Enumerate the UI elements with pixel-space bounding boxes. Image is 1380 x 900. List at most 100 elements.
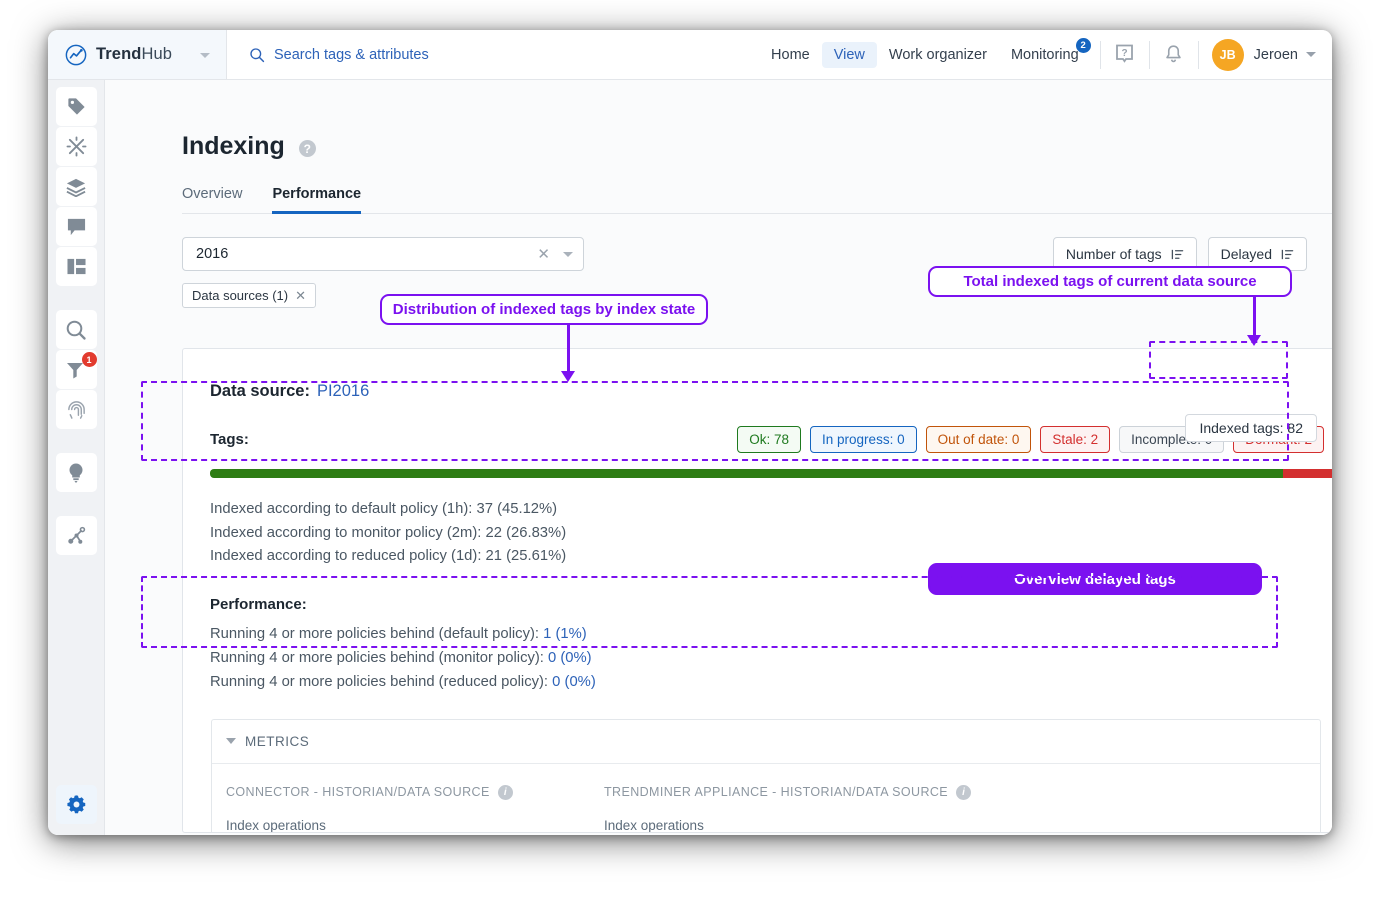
performance-line-default-text: Running 4 or more policies behind (defau… bbox=[210, 626, 543, 642]
policy-line-monitor: Indexed according to monitor policy (2m)… bbox=[210, 522, 1332, 546]
sort-button-delayed-label: Delayed bbox=[1221, 246, 1272, 262]
sidebar-item-context[interactable] bbox=[56, 516, 97, 555]
monitoring-badge: 2 bbox=[1076, 38, 1091, 53]
sort-icon bbox=[1281, 248, 1294, 261]
data-source-card: Data source:PI2016 Indexed tags: 82 Tags… bbox=[182, 348, 1332, 833]
status-badge-ok[interactable]: Ok: 78 bbox=[737, 426, 801, 453]
status-badge-in-progress[interactable]: In progress: 0 bbox=[810, 426, 917, 453]
card-scroll-region: Data source:PI2016 Indexed tags: 82 Tags… bbox=[183, 382, 1332, 833]
metric-column-appliance-header-row: TRENDMINER APPLIANCE - HISTORIAN/DATA SO… bbox=[604, 785, 982, 800]
data-source-select[interactable]: 2016 ✕ bbox=[182, 237, 584, 271]
metric-column-appliance: TRENDMINER APPLIANCE - HISTORIAN/DATA SO… bbox=[604, 785, 982, 834]
search-magnifier-icon bbox=[65, 319, 87, 341]
indexed-tags-badge: Indexed tags: 82 bbox=[1185, 414, 1317, 442]
bar-segment-dormant bbox=[1310, 469, 1332, 478]
status-badge-stale[interactable]: Stale: 2 bbox=[1040, 426, 1110, 453]
remove-x-icon[interactable]: ✕ bbox=[295, 288, 306, 304]
comment-icon bbox=[66, 217, 87, 237]
sidebar-item-comments[interactable] bbox=[56, 207, 97, 246]
info-icon[interactable]: i bbox=[956, 785, 971, 800]
performance-line-reduced: Running 4 or more policies behind (reduc… bbox=[210, 670, 1332, 694]
nav-item-work-organizer[interactable]: Work organizer bbox=[877, 42, 999, 68]
metrics-header[interactable]: METRICS bbox=[212, 720, 1320, 764]
filter-row: 2016 ✕ Number of tags bbox=[182, 237, 1307, 271]
filter-badge: 1 bbox=[82, 352, 97, 367]
tab-overview-label: Overview bbox=[182, 186, 242, 202]
nav-item-work-organizer-label: Work organizer bbox=[889, 47, 987, 63]
performance-line-default: Running 4 or more policies behind (defau… bbox=[210, 622, 1332, 646]
lightbulb-icon bbox=[66, 462, 86, 484]
notifications-button[interactable] bbox=[1159, 40, 1189, 70]
sidebar-item-cleanse[interactable] bbox=[56, 127, 97, 166]
tab-performance-label: Performance bbox=[272, 186, 361, 202]
brand-name-rest: Hub bbox=[141, 45, 172, 63]
sort-button-group: Number of tags Delayed bbox=[1053, 237, 1307, 271]
metric-column-appliance-header: TRENDMINER APPLIANCE - HISTORIAN/DATA SO… bbox=[604, 785, 948, 799]
policy-summary-list: Indexed according to default policy (1h)… bbox=[210, 498, 1332, 569]
rail-divider bbox=[48, 293, 104, 303]
status-badge-out-of-date[interactable]: Out of date: 0 bbox=[926, 426, 1032, 453]
rail-group-secondary: 1 bbox=[48, 303, 104, 436]
performance-line-monitor-text: Running 4 or more policies behind (monit… bbox=[210, 650, 548, 666]
left-icon-rail: 1 bbox=[48, 80, 105, 835]
data-source-name[interactable]: PI2016 bbox=[317, 382, 369, 400]
tag-icon bbox=[66, 96, 87, 117]
brand-name: TrendHub bbox=[96, 45, 172, 64]
active-filter-chips: Data sources (1) ✕ bbox=[182, 283, 1332, 308]
help-question-icon[interactable]: ? bbox=[299, 140, 316, 157]
sort-button-number-of-tags-label: Number of tags bbox=[1066, 246, 1162, 262]
nav-item-home-label: Home bbox=[771, 47, 810, 63]
metrics-body: CONNECTOR - HISTORIAN/DATA SOURCE i Inde… bbox=[212, 764, 1320, 834]
metric-column-connector: CONNECTOR - HISTORIAN/DATA SOURCE i Inde… bbox=[226, 785, 604, 834]
policy-line-default: Indexed according to default policy (1h)… bbox=[210, 498, 1332, 522]
sidebar-item-search[interactable] bbox=[56, 310, 97, 349]
primary-nav: Home View Work organizer Monitoring 2 ? bbox=[547, 30, 1332, 79]
tab-performance[interactable]: Performance bbox=[272, 186, 361, 213]
user-name[interactable]: Jeroen bbox=[1254, 47, 1298, 63]
chevron-down-icon[interactable] bbox=[226, 738, 236, 744]
performance-line-reduced-text: Running 4 or more policies behind (reduc… bbox=[210, 674, 552, 690]
notification-bell-icon bbox=[1164, 44, 1183, 65]
search-input[interactable]: Search tags & attributes bbox=[227, 30, 547, 79]
nav-item-monitoring-label: Monitoring bbox=[1011, 47, 1079, 63]
brand-name-bold: Trend bbox=[96, 45, 141, 63]
sidebar-item-settings[interactable] bbox=[56, 785, 97, 824]
bar-segment-stale bbox=[1283, 469, 1311, 478]
sort-icon bbox=[1171, 248, 1184, 261]
brand-home-button[interactable]: TrendHub bbox=[48, 30, 227, 79]
top-navigation-bar: TrendHub Search tags & attributes Home V… bbox=[48, 30, 1332, 80]
metric-column-connector-header: CONNECTOR - HISTORIAN/DATA SOURCE bbox=[226, 785, 490, 799]
sidebar-item-tags[interactable] bbox=[56, 87, 97, 126]
policy-line-reduced: Indexed according to reduced policy (1d)… bbox=[210, 545, 1332, 569]
filter-chip-label: Data sources (1) bbox=[192, 288, 288, 303]
bar-segment-ok bbox=[210, 469, 1283, 478]
sidebar-item-fingerprint[interactable] bbox=[56, 390, 97, 429]
help-button[interactable]: ? bbox=[1110, 40, 1140, 70]
performance-line-reduced-value: 0 (0%) bbox=[552, 674, 596, 690]
sidebar-item-layers[interactable] bbox=[56, 167, 97, 206]
tag-distribution-bar bbox=[210, 469, 1332, 478]
nav-item-view[interactable]: View bbox=[822, 42, 877, 68]
sort-button-delayed[interactable]: Delayed bbox=[1208, 237, 1307, 271]
info-icon[interactable]: i bbox=[498, 785, 513, 800]
sidebar-item-dashboard[interactable] bbox=[56, 247, 97, 286]
tab-overview[interactable]: Overview bbox=[182, 186, 242, 213]
nav-item-home[interactable]: Home bbox=[759, 42, 822, 68]
tab-bar: Overview Performance bbox=[182, 186, 1332, 214]
metric-connector-subtitle: Index operations bbox=[226, 818, 604, 833]
sort-button-number-of-tags[interactable]: Number of tags bbox=[1053, 237, 1197, 271]
performance-line-default-value: 1 (1%) bbox=[543, 626, 587, 642]
sidebar-item-insights[interactable] bbox=[56, 453, 97, 492]
layers-icon bbox=[65, 177, 87, 197]
nav-item-monitoring[interactable]: Monitoring 2 bbox=[999, 42, 1091, 68]
rail-bottom-group bbox=[48, 784, 104, 825]
nav-divider bbox=[1198, 41, 1199, 69]
sidebar-item-filter[interactable]: 1 bbox=[56, 350, 97, 389]
cleanse-sparkle-icon bbox=[66, 136, 87, 157]
clear-x-icon[interactable]: ✕ bbox=[537, 245, 550, 263]
chevron-down-icon[interactable] bbox=[563, 252, 573, 257]
avatar[interactable]: JB bbox=[1212, 39, 1244, 71]
chevron-down-icon[interactable] bbox=[1306, 52, 1316, 57]
filter-chip-data-sources[interactable]: Data sources (1) ✕ bbox=[182, 283, 316, 308]
chevron-down-icon[interactable] bbox=[200, 53, 210, 58]
